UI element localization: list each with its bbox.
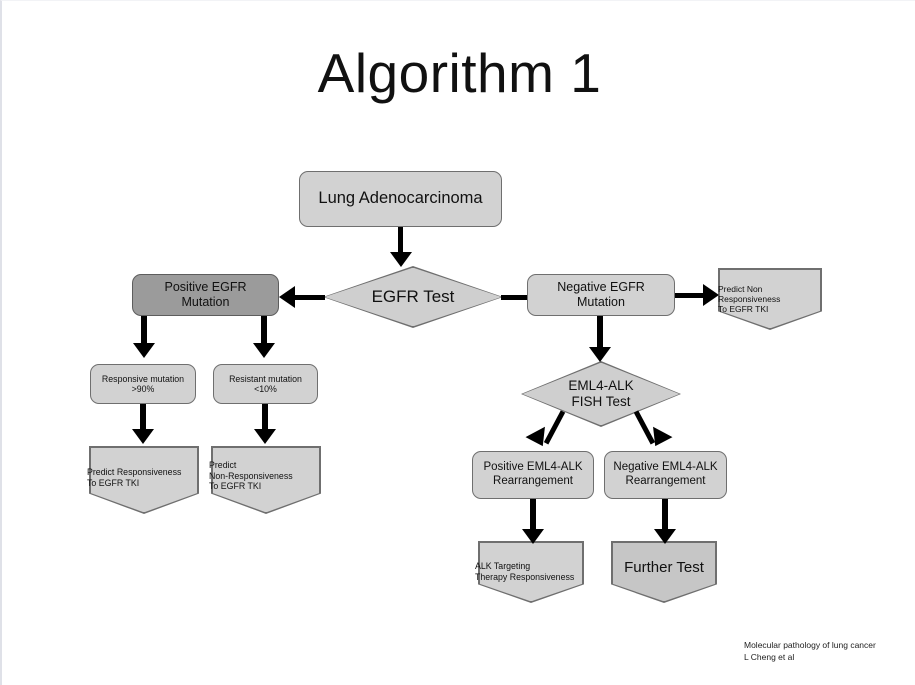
connector-responsive-to-predict-responsiveness xyxy=(140,404,146,431)
connector-positive-to-responsive xyxy=(141,316,147,345)
node-negative-eml4-alk-line1: Negative EML4-ALK xyxy=(613,461,718,474)
node-predict-responsiveness-line2: To EGFR TKI xyxy=(87,478,140,488)
node-predict-non-responsiveness-label: Predict Non-Responsiveness To EGFR TKI xyxy=(209,451,323,501)
node-lung-adenocarcinoma[interactable]: Lung Adenocarcinoma xyxy=(299,171,502,227)
node-positive-eml4-alk-line2: Rearrangement xyxy=(493,475,573,487)
node-alk-targeting-line2: Therapy Responsiveness xyxy=(475,572,575,582)
connector-egfr-test-to-negative xyxy=(501,294,528,300)
node-eml4-alk-fish-test-line2: FISH Test xyxy=(571,394,631,409)
node-negative-egfr-mutation-label: Negative EGFR Mutation xyxy=(557,280,645,309)
connector-negative-egfr-to-predict-non-resp xyxy=(675,292,703,298)
node-eml4-alk-fish-test-line1: EML4-ALK xyxy=(568,377,634,393)
source-credit: Molecular pathology of lung cancer L Che… xyxy=(744,639,915,664)
node-predict-non-responsiveness-top-label: Predict Non Responsiveness To EGFR TKI xyxy=(718,275,822,323)
arrowhead-negative-eml4-to-further-test xyxy=(654,529,676,544)
source-credit-line2: L Cheng et al xyxy=(744,652,795,663)
connector-positive-eml4-to-alk-targeting xyxy=(530,499,536,531)
arrowhead-eml4-test-to-negative xyxy=(645,426,673,452)
arrowhead-egfr-test-to-positive xyxy=(279,286,295,308)
node-responsive-mutation-line1: Responsive mutation xyxy=(101,373,185,384)
node-egfr-test-label-text: EGFR Test xyxy=(371,286,455,306)
node-further-test-label-text: Further Test xyxy=(624,559,704,576)
node-alk-targeting-label: ALK Targeting Therapy Responsiveness xyxy=(475,552,587,592)
node-resistant-mutation[interactable]: Resistant mutation <10% xyxy=(213,364,318,404)
arrowhead-negative-egfr-to-eml4-test xyxy=(589,347,611,362)
node-predict-non-responsiveness-top-line2: Responsiveness xyxy=(718,293,781,304)
page-title: Algorithm 1 xyxy=(317,42,602,104)
arrowhead-responsive-to-predict-responsiveness xyxy=(132,429,154,444)
arrowhead-resistant-to-predict-non-responsiveness xyxy=(254,429,276,444)
node-positive-eml4-alk-line1: Positive EML4-ALK xyxy=(483,461,583,474)
arrowhead-positive-to-resistant xyxy=(253,343,275,358)
node-predict-non-responsiveness-line1: Predict xyxy=(209,460,237,471)
node-positive-egfr-mutation-label: Positive EGFR Mutation xyxy=(164,280,247,309)
arrowhead-eml4-test-to-positive xyxy=(525,426,553,452)
node-eml4-alk-fish-test-label: EML4-ALK FISH Test xyxy=(521,361,681,427)
connector-negative-egfr-to-eml4-test xyxy=(597,316,603,349)
connector-resistant-to-predict-non-responsiveness xyxy=(262,404,268,431)
node-negative-eml4-alk-rearrangement[interactable]: Negative EML4-ALK Rearrangement xyxy=(604,451,727,499)
node-egfr-test-label: EGFR Test xyxy=(323,266,503,328)
connector-root-to-egfr-test xyxy=(398,227,403,254)
node-further-test-label: Further Test xyxy=(611,553,717,583)
arrowhead-root-to-egfr-test xyxy=(389,252,412,267)
node-predict-non-responsiveness-line3: To EGFR TKI xyxy=(209,481,262,492)
node-predict-non-responsiveness-line2: Non-Responsiveness xyxy=(209,470,293,481)
node-responsive-mutation[interactable]: Responsive mutation >90% xyxy=(90,364,196,404)
node-alk-targeting-line1: ALK Targeting xyxy=(475,561,531,572)
node-responsive-mutation-line2: >90% xyxy=(131,384,155,394)
node-positive-eml4-alk-rearrangement[interactable]: Positive EML4-ALK Rearrangement xyxy=(472,451,594,499)
node-resistant-mutation-line2: <10% xyxy=(254,384,277,394)
arrowhead-positive-eml4-to-alk-targeting xyxy=(522,529,544,544)
connector-egfr-test-to-positive xyxy=(295,294,325,300)
connector-negative-eml4-to-further-test xyxy=(662,499,668,531)
node-predict-non-responsiveness-top-line1: Predict Non xyxy=(718,283,763,294)
node-predict-responsiveness-label: Predict Responsiveness To EGFR TKI xyxy=(87,456,201,500)
node-negative-egfr-mutation[interactable]: Negative EGFR Mutation xyxy=(527,274,675,316)
arrowhead-positive-to-responsive xyxy=(133,343,155,358)
node-predict-responsiveness-line1: Predict Responsiveness xyxy=(87,467,182,478)
node-positive-egfr-mutation[interactable]: Positive EGFR Mutation xyxy=(132,274,279,316)
node-predict-non-responsiveness-top-line3: To EGFR TKI xyxy=(718,304,769,315)
node-negative-eml4-alk-line2: Rearrangement xyxy=(625,475,706,487)
arrowhead-negative-egfr-to-predict-non-resp xyxy=(703,284,719,306)
node-lung-adenocarcinoma-label: Lung Adenocarcinoma xyxy=(318,189,483,208)
source-credit-line1: Molecular pathology of lung cancer xyxy=(744,640,876,650)
node-resistant-mutation-line1: Resistant mutation xyxy=(229,373,302,384)
connector-positive-to-resistant xyxy=(261,316,267,345)
